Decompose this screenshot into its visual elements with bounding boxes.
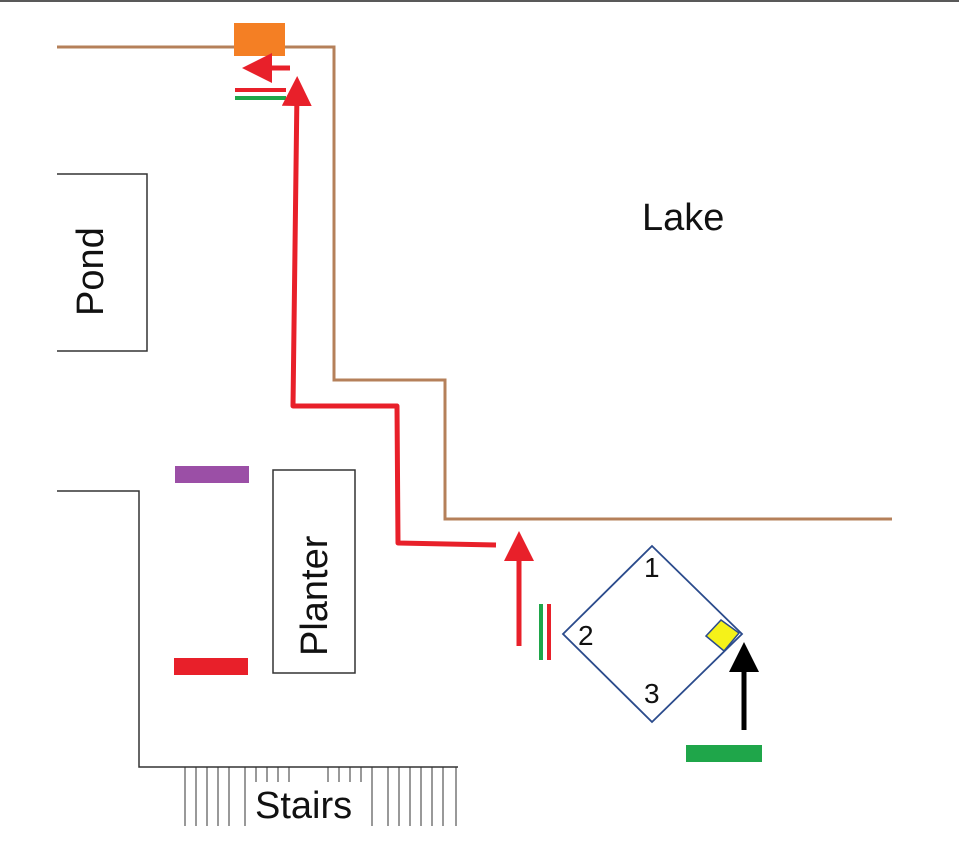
green-marker [686, 745, 762, 762]
pond-outline [57, 173, 148, 352]
red-marker [174, 658, 248, 675]
diamond-field [561, 544, 744, 724]
planter-label: Planter [294, 535, 336, 656]
mid-red-bar [547, 604, 551, 660]
stairs-label: Stairs [255, 785, 352, 827]
building-wall [57, 490, 458, 768]
corner-1-label: 1 [644, 552, 660, 583]
stairs-label-bg [250, 782, 368, 828]
lake-shoreline [57, 45, 892, 521]
pond-label: Pond [70, 227, 112, 316]
lake-label: Lake [642, 197, 724, 239]
yellow-marker [704, 619, 741, 653]
top-green-bar [235, 96, 286, 100]
planter-box [272, 469, 356, 674]
route-path [281, 76, 497, 548]
mid-green-bar [539, 604, 543, 660]
top-red-bar [235, 88, 286, 92]
purple-marker [175, 466, 249, 483]
corner-2-label: 2 [578, 620, 594, 651]
corner-3-label: 3 [644, 678, 660, 709]
orange-marker [234, 23, 285, 56]
